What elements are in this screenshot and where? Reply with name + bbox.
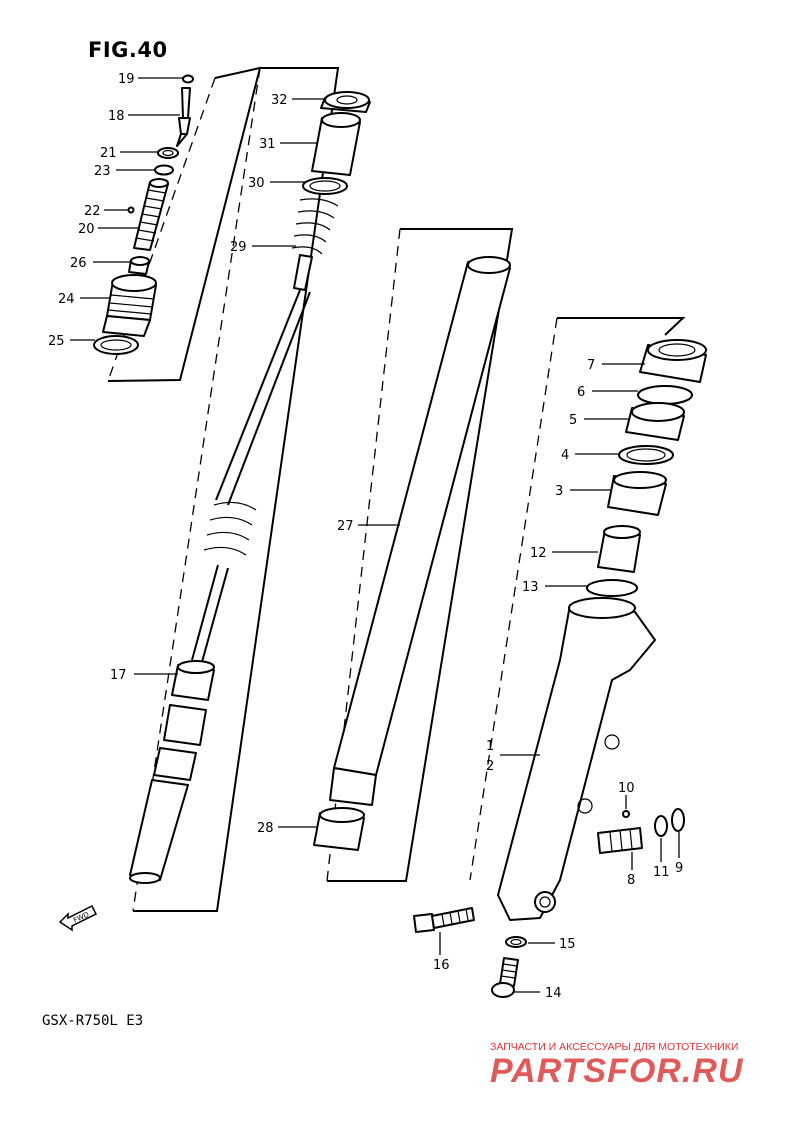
fwd-arrow-icon: FWD <box>58 904 98 932</box>
figure-title: FIG.40 <box>88 38 168 62</box>
part-10-ball <box>622 810 630 818</box>
callout-16: 16 <box>433 958 450 973</box>
part-28-bushing <box>313 807 365 851</box>
callout-28: 28 <box>257 821 274 836</box>
callout-8: 8 <box>627 873 635 888</box>
callout-5: 5 <box>569 413 577 428</box>
part-18-adjuster-rod <box>176 87 191 147</box>
part-7-dust-seal <box>639 339 707 383</box>
callout-26: 26 <box>70 256 87 271</box>
callout-27: 27 <box>337 519 354 534</box>
callout-9: 9 <box>675 861 683 876</box>
part-20-spring <box>133 178 169 251</box>
callout-11: 11 <box>653 865 670 880</box>
frame-outer-group <box>469 317 686 881</box>
callout-4: 4 <box>561 448 569 463</box>
callout-labels: 19 18 21 23 22 20 26 24 25 32 31 30 29 2… <box>48 72 683 1001</box>
part-4-washer <box>618 445 674 465</box>
callout-3: 3 <box>555 484 563 499</box>
callout-1: 1 <box>486 739 494 754</box>
part-30-washer <box>302 177 348 195</box>
watermark-logo: PARTSFOR.RU <box>490 1052 744 1090</box>
watermark-text: ЗАПЧАСТИ И АКСЕССУАРЫ ДЛЯ МОТОТЕХНИКИ <box>490 1041 739 1053</box>
part-15-washer <box>505 936 527 948</box>
callout-7: 7 <box>587 358 595 373</box>
callout-leaders <box>70 77 680 993</box>
part-16-bolt <box>413 907 475 933</box>
part-12-bushing <box>597 525 641 573</box>
callout-14: 14 <box>545 986 562 1001</box>
callout-31: 31 <box>259 137 276 152</box>
callout-29: 29 <box>230 240 247 255</box>
callout-2: 2 <box>486 759 494 774</box>
frame-damper-group <box>107 66 262 382</box>
part-25-o-ring <box>93 335 139 355</box>
part-27-inner-tube <box>329 256 511 806</box>
part-19-cap <box>182 74 194 84</box>
callout-18: 18 <box>108 109 125 124</box>
model-code: GSX-R750L E3 <box>42 1013 144 1029</box>
part-26-nut <box>128 256 150 275</box>
part-14-bolt <box>491 957 519 998</box>
part-17-cartridge <box>129 289 311 884</box>
callout-21: 21 <box>100 146 117 161</box>
part-5-oil-seal <box>625 402 685 441</box>
callout-24: 24 <box>58 292 75 307</box>
fwd-label: FWD <box>72 910 90 924</box>
part-9-o-ring <box>671 808 685 832</box>
part-22-ball <box>127 206 135 214</box>
callout-12: 12 <box>530 546 547 561</box>
part-24-cap-bolt <box>102 274 157 337</box>
part-13-ring <box>586 579 638 597</box>
part-3-bushing <box>607 471 667 516</box>
part-31-spacer <box>311 112 361 176</box>
callout-22: 22 <box>84 204 101 219</box>
callout-32: 32 <box>271 93 288 108</box>
part-8-adjuster <box>597 827 643 854</box>
callout-10: 10 <box>618 781 635 796</box>
callout-15: 15 <box>559 937 576 952</box>
part-21-washer <box>157 147 179 159</box>
callout-6: 6 <box>577 385 585 400</box>
callout-19: 19 <box>118 72 135 87</box>
part-29-spring <box>291 198 339 291</box>
callout-30: 30 <box>248 176 265 191</box>
part-1-outer-tube <box>497 597 656 921</box>
part-6-stopper-ring <box>637 385 693 405</box>
callout-17: 17 <box>110 668 127 683</box>
callout-20: 20 <box>78 222 95 237</box>
part-23-ring <box>154 164 174 176</box>
callout-25: 25 <box>48 334 65 349</box>
callout-13: 13 <box>522 580 539 595</box>
frame-inner-tube-group <box>132 67 340 912</box>
part-32-collar <box>320 91 371 113</box>
callout-23: 23 <box>94 164 111 179</box>
part-11-o-ring <box>654 815 668 837</box>
